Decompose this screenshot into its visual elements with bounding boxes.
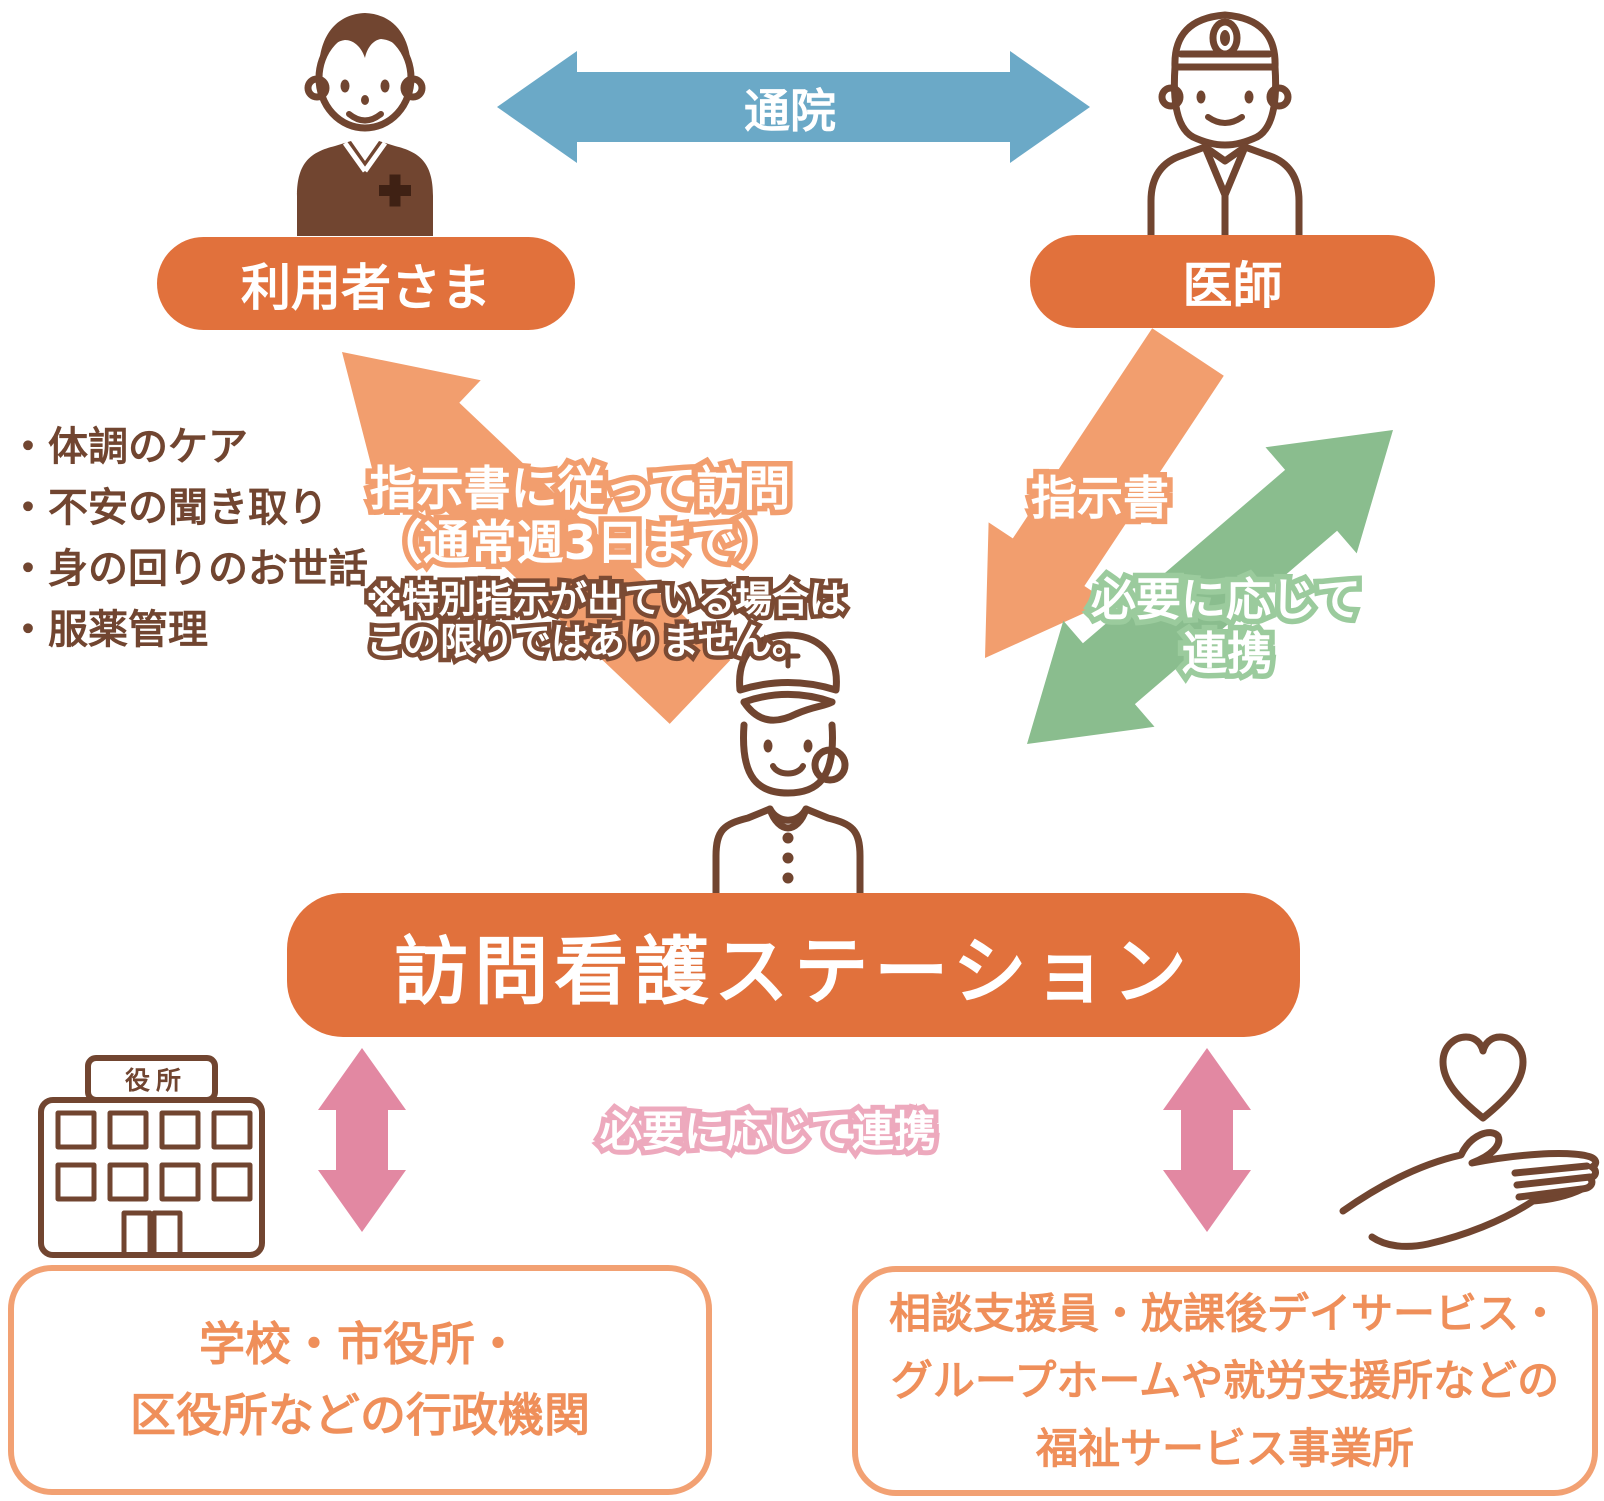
welfare-box: 相談支援員・放課後デイサービス・ グループホームや就労支援所などの 福祉サービス… (852, 1266, 1598, 1496)
welfare-box-line2: グループホームや就労支援所などの (890, 1356, 1560, 1406)
care-list-item: ・体調のケア (8, 424, 248, 470)
station-node: 訪問看護ステーション (287, 893, 1300, 1037)
collab-arrow-pink-left (318, 1048, 406, 1232)
shijisho-arrow (985, 328, 1224, 658)
government-box: 学校・市役所・ 区役所などの行政機関 (8, 1265, 712, 1495)
user-icon (297, 13, 433, 236)
doctor-icon (1147, 11, 1303, 235)
doctor-node-label: 医師 (1182, 256, 1283, 315)
green-collab-label-line2: 連携連携 (1176, 622, 1277, 686)
hand-heart-icon (1339, 1033, 1600, 1250)
building-sign-label: 役所 (125, 1066, 187, 1095)
green-collab-label-line1: 必要に応じて必要に応じて (1085, 568, 1366, 632)
government-box-line1: 学校・市役所・ (199, 1316, 521, 1371)
collab-arrow-green (1027, 430, 1393, 744)
welfare-box-line1: 相談支援員・放課後デイサービス・ (888, 1289, 1561, 1339)
visit-arrow-note-line2: この限りではありません。この限りではありません。 (362, 616, 814, 668)
tsuuin-arrow (497, 51, 1090, 163)
care-list: ・体調のケア ・不安の聞き取り ・身の回りのお世話 ・服薬管理 (8, 417, 368, 661)
user-node-label: 利用者さま (241, 258, 491, 317)
visit-arrow (342, 352, 731, 724)
visit-arrow-label-line1: 指示書に従って訪問指示書に従って訪問 (364, 457, 796, 523)
care-list-item: ・服薬管理 (8, 607, 208, 653)
government-box-line2: 区役所などの行政機関 (130, 1388, 590, 1442)
collab-arrow-pink-right (1163, 1048, 1251, 1232)
visit-arrow-note-line1: ※特別指示が出ている場合は※特別指示が出ている場合は (362, 574, 851, 626)
care-list-item: ・不安の聞き取り (8, 485, 328, 531)
doctor-node: 医師 (1030, 235, 1435, 328)
bottom-collab-label: 必要に応じて連携必要に応じて連携 (595, 1102, 941, 1161)
welfare-box-line3: 福祉サービス事業所 (1035, 1423, 1414, 1473)
visit-arrow-label-line2: （通常週3日まで）（通常週3日まで） (370, 511, 790, 577)
station-node-label: 訪問看護ステーション (394, 928, 1193, 1015)
nurse-icon (712, 631, 864, 893)
government-building-icon: 役所 (38, 1055, 265, 1258)
shijisho-arrow-label: 指示書指示書 (1026, 466, 1175, 531)
care-list-item: ・身の回りのお世話 (8, 546, 368, 592)
tsuuin-arrow-label: 通院 (744, 84, 836, 138)
user-node: 利用者さま (157, 237, 575, 330)
